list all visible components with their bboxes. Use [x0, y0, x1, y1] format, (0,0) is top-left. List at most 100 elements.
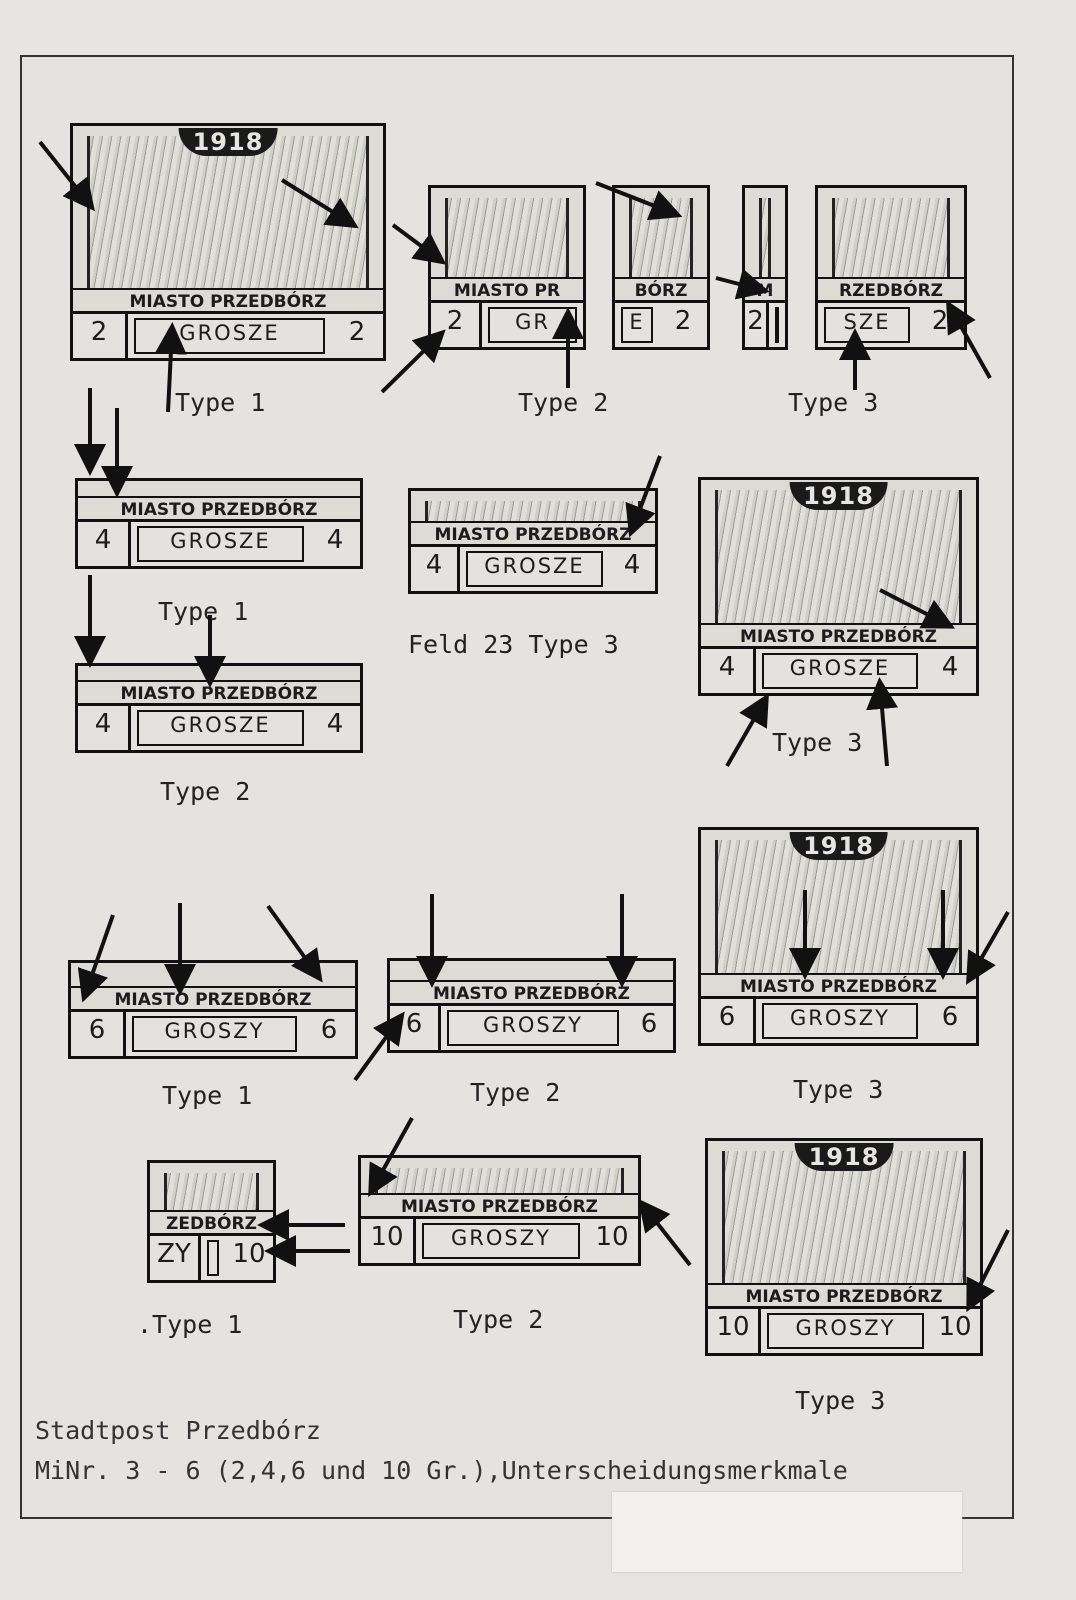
stamp-inscription: MIASTO PRZEDBÓRZ — [701, 623, 976, 649]
stamp-value-left: 10 — [708, 1309, 761, 1353]
stamp-center: GROSZE — [134, 318, 325, 354]
stamp-value-right: 6 — [941, 1002, 959, 1032]
stamp-inscription: MIASTO PRZEDBÓRZ — [71, 986, 355, 1012]
stamp-value-left: 2 — [745, 303, 769, 347]
stamp-inscription: MIASTO PR — [431, 277, 583, 303]
arrow-icon — [38, 140, 95, 212]
arrow-icon — [966, 1229, 1010, 1313]
stamp-value-right: 6 — [320, 1015, 338, 1045]
stamp-value-left: 4 — [78, 706, 131, 750]
type-caption: .Type 1 — [137, 1310, 243, 1339]
stamp-center: GROSZY — [447, 1010, 619, 1046]
stamp-center: GROSZE — [762, 653, 918, 689]
stamp-picture — [445, 198, 569, 279]
type-caption: Type 2 — [160, 777, 251, 806]
stamp-center — [775, 307, 779, 343]
stamp-inscription: MIASTO PRZEDBÓRZ — [78, 496, 360, 522]
arrow-icon — [715, 268, 770, 300]
stamp-value-left: 2 — [73, 314, 128, 358]
type-caption: Type 2 — [518, 388, 609, 417]
type-caption: Type 3 — [788, 388, 879, 417]
arrow-icon — [595, 181, 683, 221]
arrow-icon — [368, 1117, 414, 1197]
stamp-value-right: 2 — [674, 306, 692, 336]
stamp-center: GROSZY — [767, 1313, 924, 1349]
stamp-inscription: BÓRZ — [615, 277, 707, 303]
paper-patch — [612, 1492, 962, 1572]
stamp-value-left: 6 — [390, 1006, 441, 1050]
stamp-inscription: MIASTO PRZEDBÓRZ — [708, 1283, 980, 1309]
stamp-value-left: 4 — [411, 547, 460, 591]
stamp-inscription: MIASTO PRZEDBÓRZ — [73, 288, 383, 314]
stamp-value-left: 10 — [361, 1219, 416, 1263]
arrow-icon — [879, 588, 956, 629]
arrow-icon — [625, 455, 662, 538]
stamp-inscription: MIASTO PRZEDBÓRZ — [390, 980, 673, 1006]
stamp-value-left: 4 — [701, 649, 756, 693]
stamp-year: 1918 — [789, 482, 888, 510]
stamp-value-right: 4 — [326, 525, 344, 555]
stamp-center: GROSZY — [132, 1016, 297, 1052]
type-caption: Type 1 — [175, 388, 266, 417]
arrow-icon — [391, 223, 447, 265]
stamp-inscription: RZEDBÓRZ — [818, 277, 964, 303]
stamp-value-right: 6 — [640, 1009, 658, 1039]
stamp-picture — [375, 1168, 624, 1195]
type-caption: Type 2 — [470, 1078, 561, 1107]
stamp-value-left: 2 — [431, 303, 482, 347]
arrow-icon — [280, 178, 359, 229]
stamp-year: 1918 — [178, 128, 278, 156]
arrow-icon — [353, 1011, 405, 1082]
arrow-icon — [946, 300, 992, 379]
stamp-picture — [832, 198, 950, 279]
document-subtitle: MiNr. 3 - 6 (2,4,6 und 10 Gr.),Untersche… — [35, 1456, 848, 1485]
stamp-center: GROSZY — [422, 1223, 580, 1259]
stamp-value-left: 4 — [78, 522, 131, 566]
type-caption: Type 1 — [162, 1081, 253, 1110]
stamp-inscription: ZEDBÓRZ — [150, 1210, 273, 1236]
stamp-picture — [722, 1151, 966, 1285]
stamp-year: 1918 — [789, 832, 888, 860]
stamp-inscription: MIASTO PRZEDBÓRZ — [361, 1193, 638, 1219]
stamp-center: GROSZE — [466, 551, 603, 587]
stamp-center: GROSZE — [137, 526, 304, 562]
stamp-value-right: 2 — [348, 317, 366, 347]
stamp-center: E — [621, 307, 653, 343]
arrow-icon — [77, 914, 115, 1003]
stamp-value-right: 2 — [931, 306, 949, 336]
stamp-center — [207, 1240, 219, 1276]
type-caption: Type 2 — [453, 1305, 544, 1334]
type-caption: Feld 23 Type 3 — [408, 630, 619, 659]
stamp-center: GROSZY — [762, 1003, 918, 1039]
stamp-value-left: ZY — [150, 1236, 201, 1280]
type-caption: Type 1 — [158, 597, 249, 626]
arrow-icon — [154, 322, 187, 413]
arrow-icon — [266, 904, 323, 983]
type-caption: Type 3 — [772, 728, 863, 757]
stamp-picture — [87, 136, 369, 290]
stamp-year: 1918 — [794, 1143, 894, 1171]
stamp-value-right: 10 — [595, 1222, 629, 1252]
stamp-value-left: 6 — [71, 1012, 126, 1056]
